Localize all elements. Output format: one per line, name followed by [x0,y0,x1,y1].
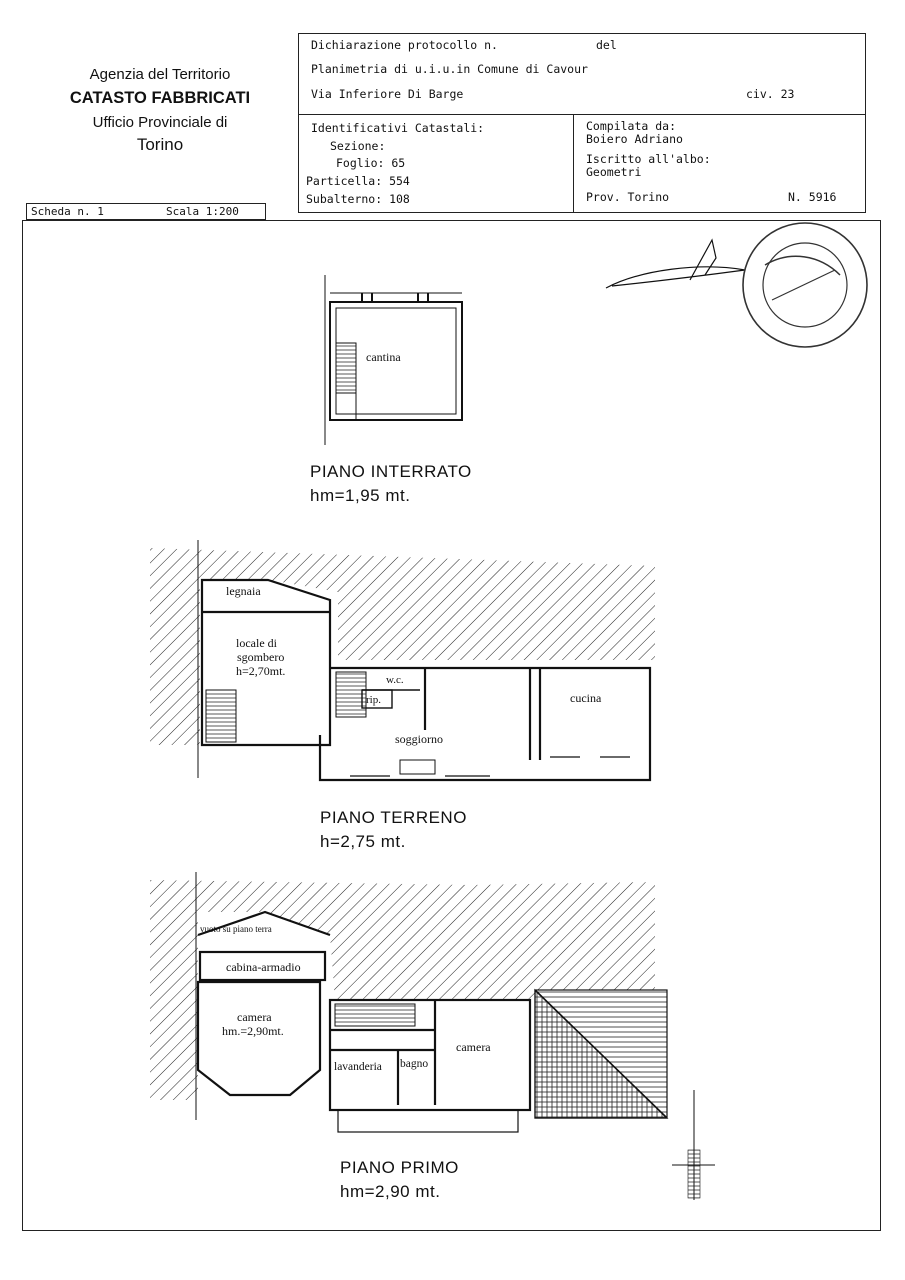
iscritto-label: Iscritto all'albo: [586,152,711,166]
floor-interrato-height: hm=1,95 mt. [310,486,411,505]
agency-name: Agenzia del Territorio [89,66,231,83]
room-ripostiglio: rip. [366,694,381,706]
north-arrow-icon [672,1090,715,1200]
room-cucina: cucina [570,691,602,705]
floor-primo-height: hm=2,90 mt. [340,1182,441,1201]
drawing-frame [22,220,881,1231]
header-column-divider [573,114,574,213]
registration-number: N. 5916 [788,190,837,204]
scheda-box [26,203,266,220]
geometri-stamp [742,222,868,348]
floor-terreno-title: PIANO TERRENO [320,808,467,827]
room-soggiorno: soggiorno [395,732,443,746]
catasto-title: CATASTO FABBRICATI [69,89,251,107]
room-bagno: bagno [400,1058,429,1070]
compiler-name: Boiero Adriano [586,132,683,146]
floor-terreno-height: h=2,75 mt. [320,832,406,851]
room-vuoto: vuoto su piano terra [200,924,272,934]
piano-terreno-plan [150,540,655,782]
scale-label: Scala 1:200 [166,205,239,218]
particella-field: Particella: 554 [306,174,410,188]
room-locale-height: h=2,70mt. [236,664,286,678]
room-locale-line1: locale di [236,636,277,650]
room-legnaia: legnaia [226,584,261,598]
header-divider [298,114,866,115]
header-box [298,33,866,213]
room-camera-2: camera [456,1040,491,1054]
room-cantina: cantina [366,350,401,364]
room-locale-line2: sgombero [237,650,285,664]
piano-primo-plan [150,872,669,1133]
planimetria-text: Planimetria di u.i.u.in Comune di Cavour [311,62,588,76]
provincia-name: Torino [136,135,184,154]
subalterno-field: Subalterno: 108 [306,192,410,206]
del-label: del [596,38,617,52]
cadastral-title: Identificativi Catastali: [311,121,485,135]
room-camera-1: camera [237,1010,272,1024]
albo-value: Geometri [586,165,642,179]
civic-number: civ. 23 [746,87,795,101]
piano-interrato-plan [324,275,463,445]
sezione-field: Sezione: [330,139,386,153]
scheda-number: Scheda n. 1 [31,205,104,218]
province-field: Prov. Torino [586,190,670,204]
protocol-label: Dichiarazione protocollo n. [311,38,498,52]
room-cabina-armadio: cabina-armadio [226,960,301,974]
floor-primo-title: PIANO PRIMO [340,1158,459,1177]
floor-interrato-title: PIANO INTERRATO [310,462,472,481]
foglio-field: Foglio: 65 [336,156,406,170]
room-wc: w.c. [386,674,404,686]
signature-mark [605,238,746,289]
ufficio-label: Ufficio Provinciale di [92,114,228,131]
address-text: Via Inferiore Di Barge [311,87,464,101]
room-lavanderia: lavanderia [334,1061,382,1073]
compilata-label: Compilata da: [586,119,677,133]
room-camera-1-height: hm.=2,90mt. [222,1024,284,1038]
